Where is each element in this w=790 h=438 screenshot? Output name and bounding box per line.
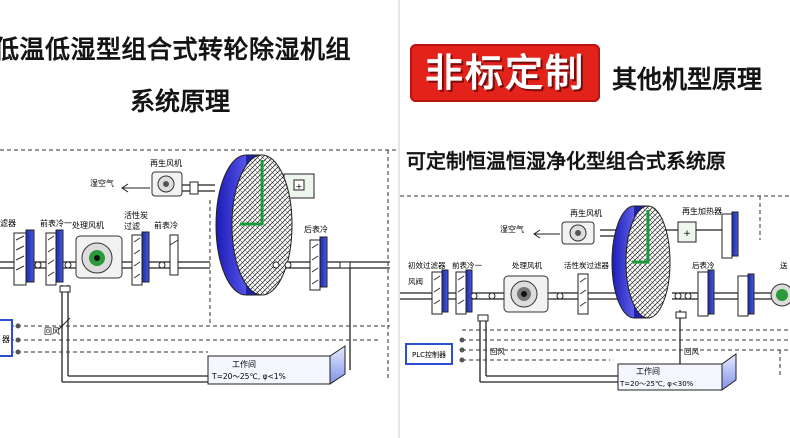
left-pre-cool-label: 前表冷一: [40, 218, 72, 228]
svg-text:T=20～25℃, φ<1%: T=20～25℃, φ<1%: [211, 372, 286, 381]
right-process-fan-label: 处理风机: [512, 260, 542, 270]
right-post-cool-label: 后表冷: [692, 260, 715, 270]
right-diagram-panel: 非标定制 其他机型原理 可定制恒温恒湿净化型组合式系统原: [398, 0, 790, 438]
left-work-room: 工作间 T=20～25℃, φ<1%: [207, 345, 346, 385]
left-process-fan-icon: [75, 235, 123, 279]
left-return-air-label: 回风: [44, 327, 60, 336]
left-title-line-1: 低温低湿型组合式转轮除湿机组: [0, 35, 352, 64]
right-signal-dots: [459, 337, 465, 363]
custom-badge-text: 非标定制: [424, 51, 585, 95]
right-regen-fan-icon: [561, 221, 595, 245]
left-post-cool-coil: [309, 236, 328, 291]
right-regen-fan-label: 再生风机: [570, 208, 602, 218]
left-regen-fan-icon: [151, 171, 183, 197]
right-post-filter: [737, 273, 755, 317]
left-desiccant-rotor: [215, 154, 293, 296]
right-desiccant-rotor: [611, 205, 671, 319]
left-carbon-filter: [131, 231, 150, 286]
svg-text:T=20～25℃, φ<30%: T=20～25℃, φ<30%: [619, 380, 694, 388]
right-post-cool-coil: [697, 269, 715, 317]
right-supply-label: 送: [780, 260, 788, 270]
right-carbon-filter: [577, 273, 589, 315]
right-return-air-label: 回风: [490, 347, 505, 356]
right-return-air-label-2: 回风: [684, 347, 699, 356]
left-regen-fan-label: 再生风机: [150, 158, 182, 168]
svg-text:器: 器: [2, 335, 10, 344]
svg-text:工作间: 工作间: [232, 359, 256, 369]
left-control-lines: [0, 149, 398, 380]
left-valves: [34, 181, 351, 293]
right-air-valve-label: 风阀: [408, 277, 423, 286]
right-carbon-filter-label: 活性炭过滤器: [564, 260, 609, 270]
right-exhaust-label: 湿空气: [500, 224, 524, 234]
right-regen-heater-label: 再生加热器: [682, 206, 722, 216]
left-filter-block: [13, 229, 35, 286]
left-carbon-filter-label-2: 过滤: [124, 221, 140, 231]
left-pre-cool-2-label: 前表冷: [154, 220, 178, 230]
left-controller: 器: [0, 319, 13, 357]
right-primary-filter-label: 初效过滤器: [408, 260, 446, 270]
left-return-damper: [57, 317, 71, 331]
right-title-other-models: 其他机型原理: [612, 65, 763, 94]
right-plc-controller: PLC控制器: [405, 343, 453, 365]
left-carbon-filter-label-1: 活性炭: [124, 210, 148, 220]
left-pre-cool-coil: [45, 229, 64, 286]
right-system-diagram: 湿空气 再生风机 再生加热器 + 初效过滤器 前表冷一: [400, 195, 790, 391]
left-exhaust-arrow: [121, 183, 150, 193]
right-subtitle: 可定制恒温恒湿净化型组合式系统原: [406, 149, 726, 173]
left-pre-cool-2-coil: [169, 234, 179, 276]
svg-text:PLC控制器: PLC控制器: [412, 350, 446, 359]
right-exhaust-arrow: [533, 229, 560, 239]
right-pre-cool-label: 前表冷一: [452, 260, 482, 270]
left-diagram-panel: 低温低湿型组合式转轮除湿机组 系统原理: [0, 35, 398, 385]
right-primary-filter: [431, 269, 449, 315]
left-post-cool-label: 后表冷: [304, 224, 328, 234]
left-signal-dots: [15, 323, 21, 355]
right-process-fan-icon: [503, 275, 549, 313]
svg-text:工作间: 工作间: [636, 366, 660, 376]
right-pre-cool-coil: [455, 269, 473, 315]
right-regen-heater-icon: +: [677, 211, 739, 259]
right-control-lines: [400, 195, 790, 378]
left-title-line-2: 系统原理: [130, 87, 231, 116]
left-process-fan-label: 处理风机: [72, 220, 104, 230]
right-valves: [470, 292, 692, 322]
left-exhaust-label: 湿空气: [90, 178, 114, 188]
custom-badge: 非标定制: [410, 44, 600, 102]
left-system-diagram: 湿空气 再生风机 + 滤器: [0, 149, 398, 385]
left-filter-label: 滤器: [0, 218, 16, 228]
svg-text:+: +: [296, 182, 303, 191]
svg-text:+: +: [683, 229, 691, 239]
right-supply-fan-icon: [770, 283, 790, 307]
right-work-room: 工作间 T=20～25℃, φ<30%: [617, 353, 737, 391]
